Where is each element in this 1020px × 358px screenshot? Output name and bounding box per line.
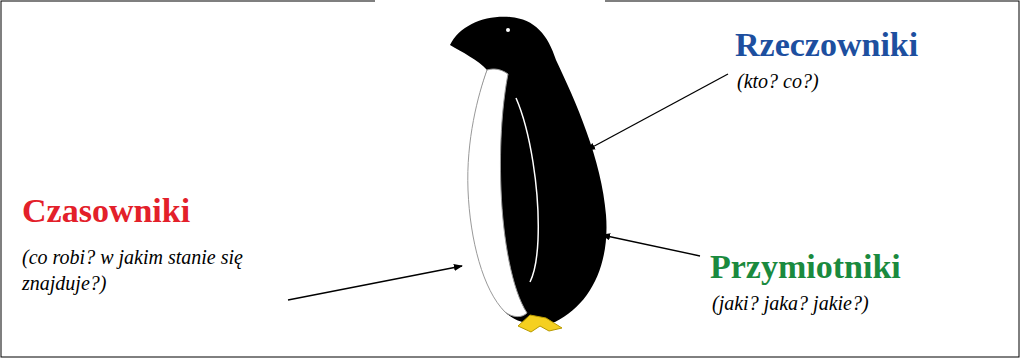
question-hint: (jaki? jaka? jakie?) bbox=[712, 290, 869, 316]
category-heading: Rzeczowniki bbox=[735, 26, 918, 63]
question-hint: (kto? co?) bbox=[737, 68, 819, 94]
category-heading: Przymiotniki bbox=[710, 248, 901, 285]
category-heading: Czasowniki bbox=[22, 192, 190, 229]
leader-lines bbox=[288, 74, 728, 300]
penguin bbox=[450, 17, 607, 332]
question-hint: (co robi? w jakim stanie się znajduje?) bbox=[22, 244, 250, 296]
